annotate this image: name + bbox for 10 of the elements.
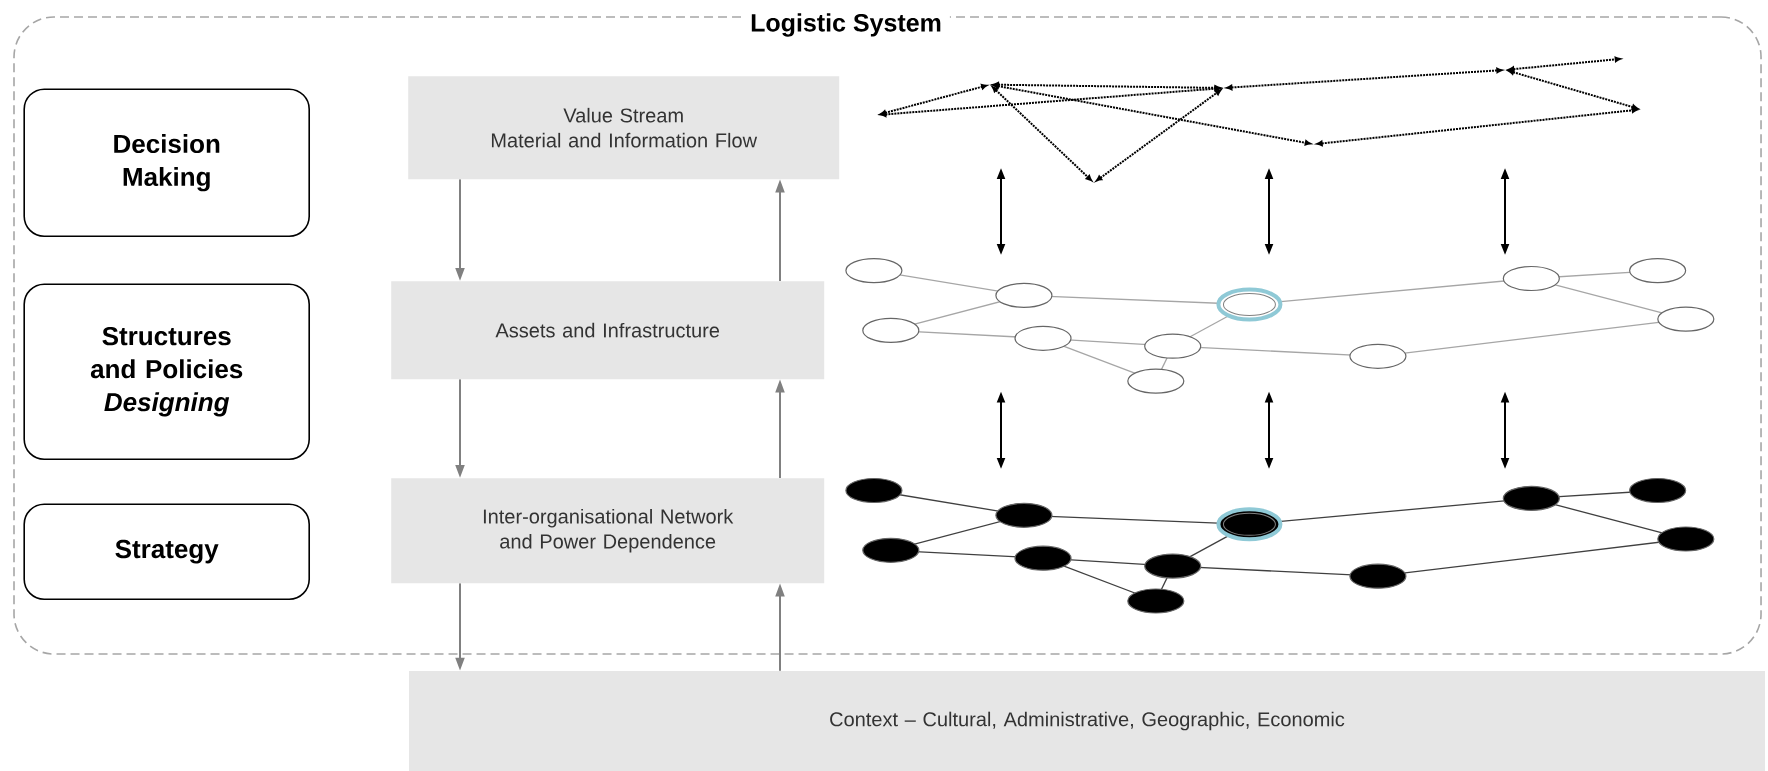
level-box: Strategy (23, 503, 310, 600)
network-drawing (845, 258, 1715, 394)
level-box: Decision Making (23, 88, 310, 237)
network-drawing (845, 477, 1715, 614)
network-drawing (879, 56, 1639, 182)
layer-box: Context – Cultural, Administrative, Geographic, Economic (409, 671, 1766, 771)
level-box: Structures and Policies Designing (23, 283, 310, 460)
layer-box: Value Stream Material and Information Flow (408, 76, 840, 180)
layer-box: Inter-organisational Network and Power Dependence (391, 478, 825, 584)
layer-box: Assets and Infrastructure (391, 281, 825, 380)
